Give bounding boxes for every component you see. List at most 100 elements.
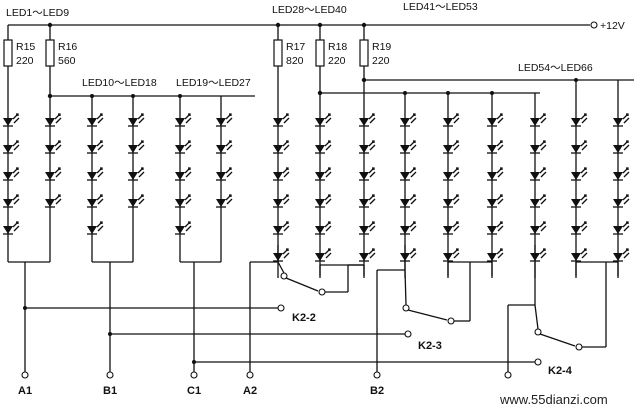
- led-diode: [400, 140, 417, 154]
- led-diode: [443, 221, 460, 235]
- led-diode: [613, 167, 630, 181]
- led-diode: [175, 113, 192, 127]
- k2-2-terminal: [277, 304, 285, 312]
- r17-label: R17: [286, 41, 305, 53]
- resistor-r15: [3, 39, 13, 67]
- led-diode: [273, 140, 290, 154]
- terminal-b1: [106, 371, 114, 379]
- led-diode: [3, 194, 20, 208]
- r18-label: R18: [328, 41, 347, 53]
- led-diode: [400, 221, 417, 235]
- r17-value: 820: [286, 55, 304, 67]
- led-diode: [443, 167, 460, 181]
- junction-b1-k2-3: [108, 332, 112, 336]
- led-diode: [315, 167, 332, 181]
- led-diode: [487, 140, 504, 154]
- led-diode: [487, 221, 504, 235]
- led-diode: [45, 194, 62, 208]
- resistor-r17: [273, 39, 283, 67]
- junction-492: [490, 91, 494, 95]
- led-diode: [3, 113, 20, 127]
- led-diode: [400, 167, 417, 181]
- led-diode: [175, 194, 192, 208]
- k2-3-blade: [407, 309, 448, 321]
- led-strings: [3, 108, 630, 278]
- led-diode: [45, 167, 62, 181]
- r16-label: R16: [58, 41, 77, 53]
- led-diode: [87, 113, 104, 127]
- label-k2-4: K2-4: [548, 365, 573, 377]
- r19-value: 220: [372, 55, 390, 67]
- k2-4-pole-b: [575, 343, 583, 351]
- led-diode: [128, 167, 145, 181]
- led-diode: [359, 221, 376, 235]
- r18-value: 220: [328, 55, 346, 67]
- led-diode: [400, 113, 417, 127]
- junction-133: [131, 94, 135, 98]
- label-led41-53: LED41～LED53: [403, 1, 478, 13]
- label-led28-40: LED28～LED40: [272, 4, 347, 16]
- led-diode: [87, 221, 104, 235]
- led-diode: [216, 113, 233, 127]
- led-diode: [443, 248, 460, 262]
- r19-label: R19: [372, 41, 391, 53]
- led-diode: [315, 194, 332, 208]
- junction-405: [403, 91, 407, 95]
- led-diode: [216, 194, 233, 208]
- terminal-a1: [21, 371, 29, 379]
- led-diode: [216, 140, 233, 154]
- led-diode: [530, 140, 547, 154]
- terminal-a2: [246, 371, 254, 379]
- led-diode: [128, 140, 145, 154]
- led-diode: [273, 167, 290, 181]
- led-diode: [216, 167, 233, 181]
- led-diode: [487, 113, 504, 127]
- label-led54-66: LED54～LED66: [518, 62, 593, 74]
- k2-4-lead-a: [534, 304, 539, 330]
- label-a2: A2: [243, 385, 257, 397]
- k2-3-pole-b: [447, 317, 455, 325]
- led-diode: [128, 194, 145, 208]
- resistor-r19: [359, 39, 369, 67]
- led-diode: [530, 248, 547, 262]
- junction-576: [574, 78, 578, 82]
- junction-180: [178, 94, 182, 98]
- led-diode: [175, 140, 192, 154]
- label-k2-3: K2-3: [418, 340, 442, 352]
- terminal-c1: [190, 371, 198, 379]
- supply-label: +12V: [600, 20, 625, 32]
- led-diode: [487, 194, 504, 208]
- label-led1-9: LED1～LED9: [6, 7, 69, 19]
- led-diode: [315, 248, 332, 262]
- led-diode: [359, 140, 376, 154]
- r16-value: 560: [58, 55, 76, 67]
- led-diode: [359, 248, 376, 262]
- k2-2-blade: [285, 277, 319, 292]
- led-diode: [530, 194, 547, 208]
- led-diode: [3, 221, 20, 235]
- label-a1: A1: [18, 385, 32, 397]
- led-diode: [273, 248, 290, 262]
- led-diode: [400, 194, 417, 208]
- r15-label: R15: [16, 41, 35, 53]
- led-diode: [443, 140, 460, 154]
- led-diode: [530, 221, 547, 235]
- junction-92: [90, 94, 94, 98]
- led-diode: [128, 113, 145, 127]
- junction-448: [446, 91, 450, 95]
- led-diode: [315, 140, 332, 154]
- r15-value: 220: [16, 55, 34, 67]
- led-diode: [571, 167, 588, 181]
- resistor-r16: [45, 39, 55, 67]
- led-diode: [613, 221, 630, 235]
- led-diode: [613, 140, 630, 154]
- led-diode: [87, 167, 104, 181]
- watermark-text: www.55dianzi.com: [499, 392, 608, 407]
- led-diode: [3, 167, 20, 181]
- led-diode: [45, 113, 62, 127]
- led-diode: [3, 140, 20, 154]
- led-diode: [175, 167, 192, 181]
- led-diode: [87, 194, 104, 208]
- led-diode: [613, 113, 630, 127]
- junction-a1-k2-2: [23, 306, 27, 310]
